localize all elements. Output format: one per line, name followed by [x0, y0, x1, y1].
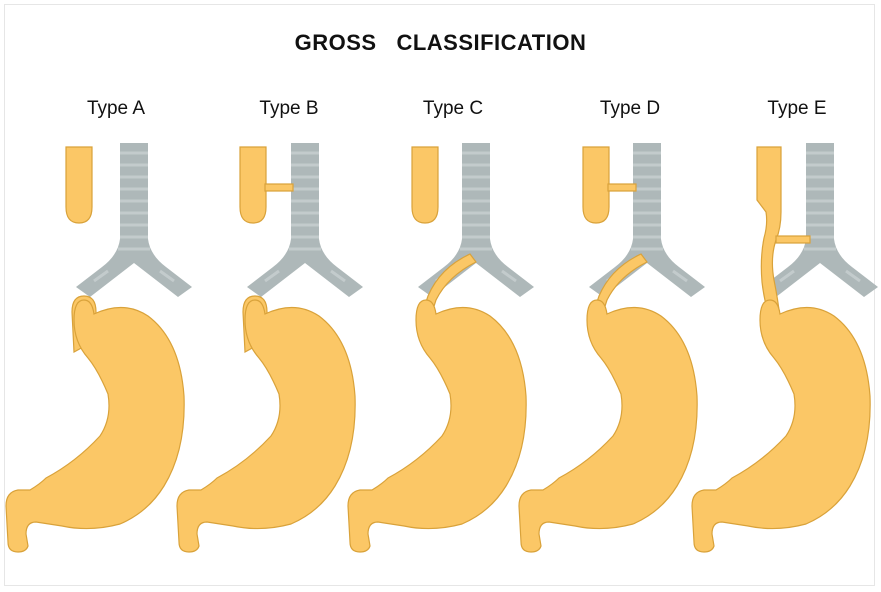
type-b-diagram: [177, 143, 363, 552]
type-a-diagram: [6, 143, 192, 552]
type-e-diagram: [692, 143, 878, 552]
type-d-diagram: [519, 143, 705, 552]
type-c-diagram: [348, 143, 534, 552]
